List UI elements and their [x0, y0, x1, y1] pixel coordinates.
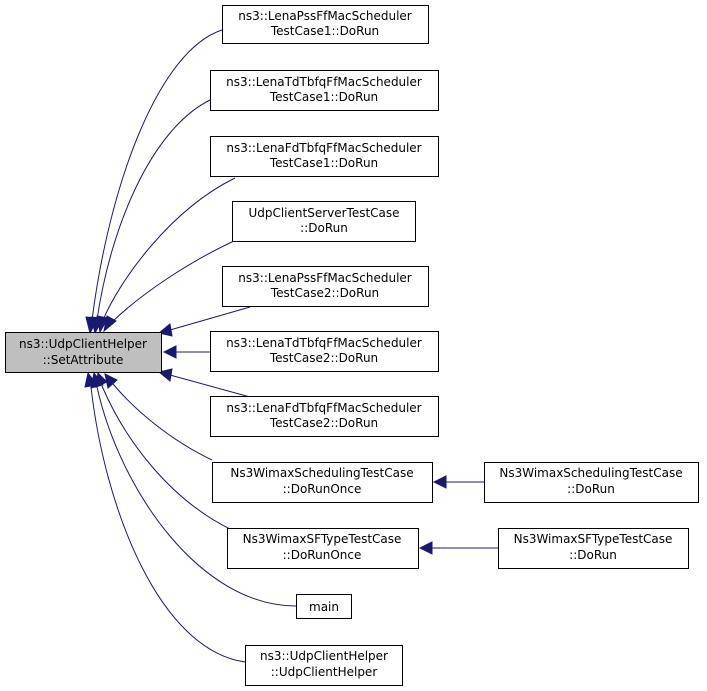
node-label-line1: ns3::UdpClientHelper	[260, 649, 388, 663]
node-label-line2: TestCase1::DoRun	[269, 90, 378, 104]
edge-ctor-to-root	[84, 371, 246, 663]
node-label-line1: ns3::LenaTdTbfqFfMacScheduler	[226, 336, 422, 350]
node-label-line2: ::DoRun	[300, 221, 348, 235]
node-label-line1: ns3::LenaTdTbfqFfMacScheduler	[226, 75, 422, 89]
node-main[interactable]: main	[296, 594, 352, 619]
node-lenafdtbfq-testcase2-dorun[interactable]: ns3::LenaFdTbfqFfMacScheduler TestCase2:…	[210, 396, 439, 437]
node-label-line1: Ns3WimaxSchedulingTestCase	[230, 466, 413, 480]
node-wimaxsftype-dorunonce[interactable]: Ns3WimaxSFTypeTestCase ::DoRunOnce	[227, 528, 419, 569]
node-label-line2: ::SetAttribute	[43, 353, 124, 367]
node-wimaxscheduling-dorun[interactable]: Ns3WimaxSchedulingTestCase ::DoRun	[484, 462, 699, 503]
node-udpclientservertestcase-dorun[interactable]: UdpClientServerTestCase ::DoRun	[232, 201, 416, 242]
node-label-line2: TestCase2::DoRun	[269, 351, 378, 365]
edge-pss2-to-root	[157, 306, 251, 337]
node-wimaxsftype-dorun[interactable]: Ns3WimaxSFTypeTestCase ::DoRun	[498, 528, 689, 569]
node-label-line1: ns3::LenaPssFfMacScheduler	[238, 9, 411, 23]
node-lenafdtbfq-testcase1-dorun[interactable]: ns3::LenaFdTbfqFfMacScheduler TestCase1:…	[210, 136, 439, 177]
node-udpclienthelper-setattribute[interactable]: ns3::UdpClientHelper ::SetAttribute	[5, 332, 162, 373]
edge-tdtbfq1-to-root	[90, 99, 211, 335]
node-label-line1: Ns3WimaxSFTypeTestCase	[514, 532, 673, 546]
node-label-line2: ::DoRun	[569, 548, 617, 562]
node-udpclienthelper-ctor[interactable]: ns3::UdpClientHelper ::UdpClientHelper	[245, 645, 403, 686]
node-label-line1: Ns3WimaxSFTypeTestCase	[243, 532, 402, 546]
node-label-line1: ns3::UdpClientHelper	[19, 337, 147, 351]
node-label-line2: TestCase1::DoRun	[269, 156, 378, 170]
node-label-line2: TestCase2::DoRun	[270, 286, 379, 300]
node-label-line1: ns3::LenaFdTbfqFfMacScheduler	[226, 401, 421, 415]
edge-fdtbfq2-to-root	[157, 368, 251, 398]
node-label-line1: Ns3WimaxSchedulingTestCase	[499, 466, 682, 480]
edge-wimaxsched-run-to-once	[432, 475, 484, 489]
node-wimaxscheduling-dorunonce[interactable]: Ns3WimaxSchedulingTestCase ::DoRunOnce	[212, 462, 433, 503]
edge-tdtbfq2-to-root	[162, 345, 210, 359]
node-label-line2: TestCase1::DoRun	[270, 24, 379, 38]
edge-udpcs-to-root	[103, 235, 246, 333]
edge-wimaxsf-run-to-once	[418, 541, 498, 555]
node-lenapss-testcase1-dorun[interactable]: ns3::LenaPssFfMacScheduler TestCase1::Do…	[222, 5, 429, 44]
node-label-line2: ::DoRunOnce	[283, 548, 362, 562]
node-label-line2: ::DoRunOnce	[283, 482, 362, 496]
node-lenatdtbfq-testcase2-dorun[interactable]: ns3::LenaTdTbfqFfMacScheduler TestCase2:…	[210, 331, 439, 372]
edge-wimaxsched-once-to-root	[104, 373, 213, 461]
node-label-line2: TestCase2::DoRun	[269, 416, 378, 430]
node-lenapss-testcase2-dorun[interactable]: ns3::LenaPssFfMacScheduler TestCase2::Do…	[222, 266, 429, 307]
node-lenatdtbfq-testcase1-dorun[interactable]: ns3::LenaTdTbfqFfMacScheduler TestCase1:…	[210, 70, 439, 111]
node-label-line2: ::DoRun	[567, 482, 615, 496]
edge-fdtbfq1-to-root	[96, 177, 236, 334]
node-label-line1: UdpClientServerTestCase	[248, 206, 399, 220]
node-label-line1: ns3::LenaFdTbfqFfMacScheduler	[226, 141, 421, 155]
node-label-line2: ::UdpClientHelper	[271, 665, 378, 679]
node-label-line1: main	[309, 600, 339, 614]
node-label-line1: ns3::LenaPssFfMacScheduler	[238, 271, 411, 285]
